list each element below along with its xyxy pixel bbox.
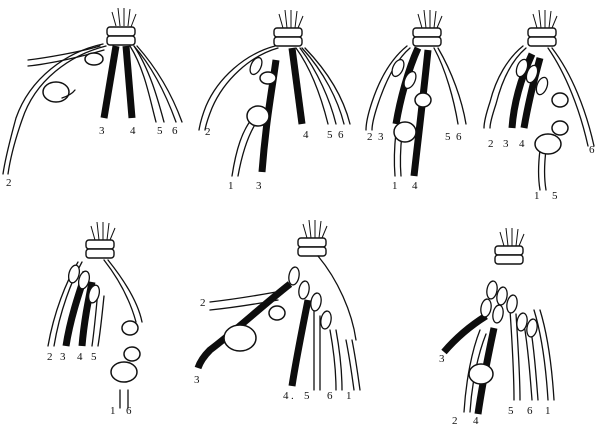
loop bbox=[247, 106, 269, 126]
label-cord: 6 bbox=[126, 405, 132, 417]
label-cord: 6 bbox=[327, 390, 333, 402]
label-cord: 6 bbox=[527, 405, 533, 417]
loop bbox=[111, 362, 137, 382]
label-cord: 3 bbox=[439, 353, 445, 365]
label-cord: 3 bbox=[99, 125, 105, 137]
label-cord: 1 bbox=[346, 390, 352, 402]
label-cord: 2 bbox=[200, 297, 206, 309]
label-cord: 2 bbox=[205, 126, 211, 138]
panel-step-4: 2 3 4 6 1 5 bbox=[484, 10, 595, 202]
label-cord: 3 bbox=[503, 138, 509, 150]
label-cord: 5 bbox=[304, 390, 310, 402]
label-cord: 1 bbox=[392, 180, 398, 192]
label-cord: 1 bbox=[545, 405, 551, 417]
loop bbox=[260, 72, 276, 84]
label-cord: 6 bbox=[589, 144, 595, 156]
label-cord: 4 bbox=[412, 180, 418, 192]
label-cord: 3 bbox=[378, 131, 384, 143]
cord-3 bbox=[104, 46, 116, 118]
label-cord: 2 bbox=[488, 138, 494, 150]
label-cord: 2 bbox=[6, 177, 12, 189]
loop bbox=[43, 82, 69, 102]
label-cord: 4 bbox=[130, 125, 136, 137]
label-cord: 1 bbox=[110, 405, 116, 417]
panel-step-1: 3 4 5 6 2 bbox=[3, 8, 182, 189]
loop bbox=[122, 321, 138, 335]
label-cord: 6 bbox=[338, 129, 344, 141]
label-cord: 5 bbox=[552, 190, 558, 202]
label-cord: 2 bbox=[367, 131, 373, 143]
label-cord: 2 bbox=[452, 415, 458, 425]
label-cord: 1 bbox=[228, 180, 234, 192]
loop bbox=[269, 306, 285, 320]
label-cord: 4 bbox=[519, 138, 525, 150]
label-cord: 1 bbox=[534, 190, 540, 202]
loop bbox=[552, 121, 568, 135]
label-cord: 6 bbox=[456, 131, 462, 143]
label-cord: 3 bbox=[256, 180, 262, 192]
label-cord: 5 bbox=[91, 351, 97, 363]
label-cord: 2 bbox=[47, 351, 53, 363]
panel-step-6: 2 3 4 . 5 6 1 bbox=[194, 220, 360, 402]
cord-4 bbox=[126, 46, 132, 118]
cord-4 bbox=[414, 50, 428, 176]
panel-step-5: 2 3 4 5 1 6 bbox=[47, 222, 142, 417]
loop bbox=[415, 93, 431, 107]
loop bbox=[394, 122, 416, 142]
label-cord: 5 bbox=[327, 129, 333, 141]
loop bbox=[124, 347, 140, 361]
label-cord: 4 bbox=[473, 415, 479, 425]
label-cord: 3 bbox=[60, 351, 66, 363]
label-cord: 6 bbox=[172, 125, 178, 137]
panel-step-7: 3 2 4 5 6 1 bbox=[439, 228, 554, 425]
panel-step-3: 2 3 5 6 1 4 bbox=[366, 10, 466, 192]
cord-3 bbox=[444, 316, 486, 352]
label-cord: 5 bbox=[445, 131, 451, 143]
loop bbox=[85, 53, 103, 65]
loop bbox=[552, 93, 568, 107]
loop bbox=[469, 364, 493, 384]
label-cord: 4 bbox=[303, 129, 309, 141]
label-cord: 4 bbox=[77, 351, 83, 363]
panel-step-2: 2 4 5 6 1 3 bbox=[199, 10, 350, 192]
label-cord: 4 bbox=[283, 390, 289, 402]
label-cord: . bbox=[291, 390, 294, 402]
label-cord: 5 bbox=[508, 405, 514, 417]
cord-4 bbox=[292, 300, 308, 386]
loop bbox=[535, 134, 561, 154]
loop bbox=[224, 325, 256, 351]
label-cord: 3 bbox=[194, 374, 200, 386]
label-cord: 5 bbox=[157, 125, 163, 137]
cord-4 bbox=[292, 48, 302, 124]
